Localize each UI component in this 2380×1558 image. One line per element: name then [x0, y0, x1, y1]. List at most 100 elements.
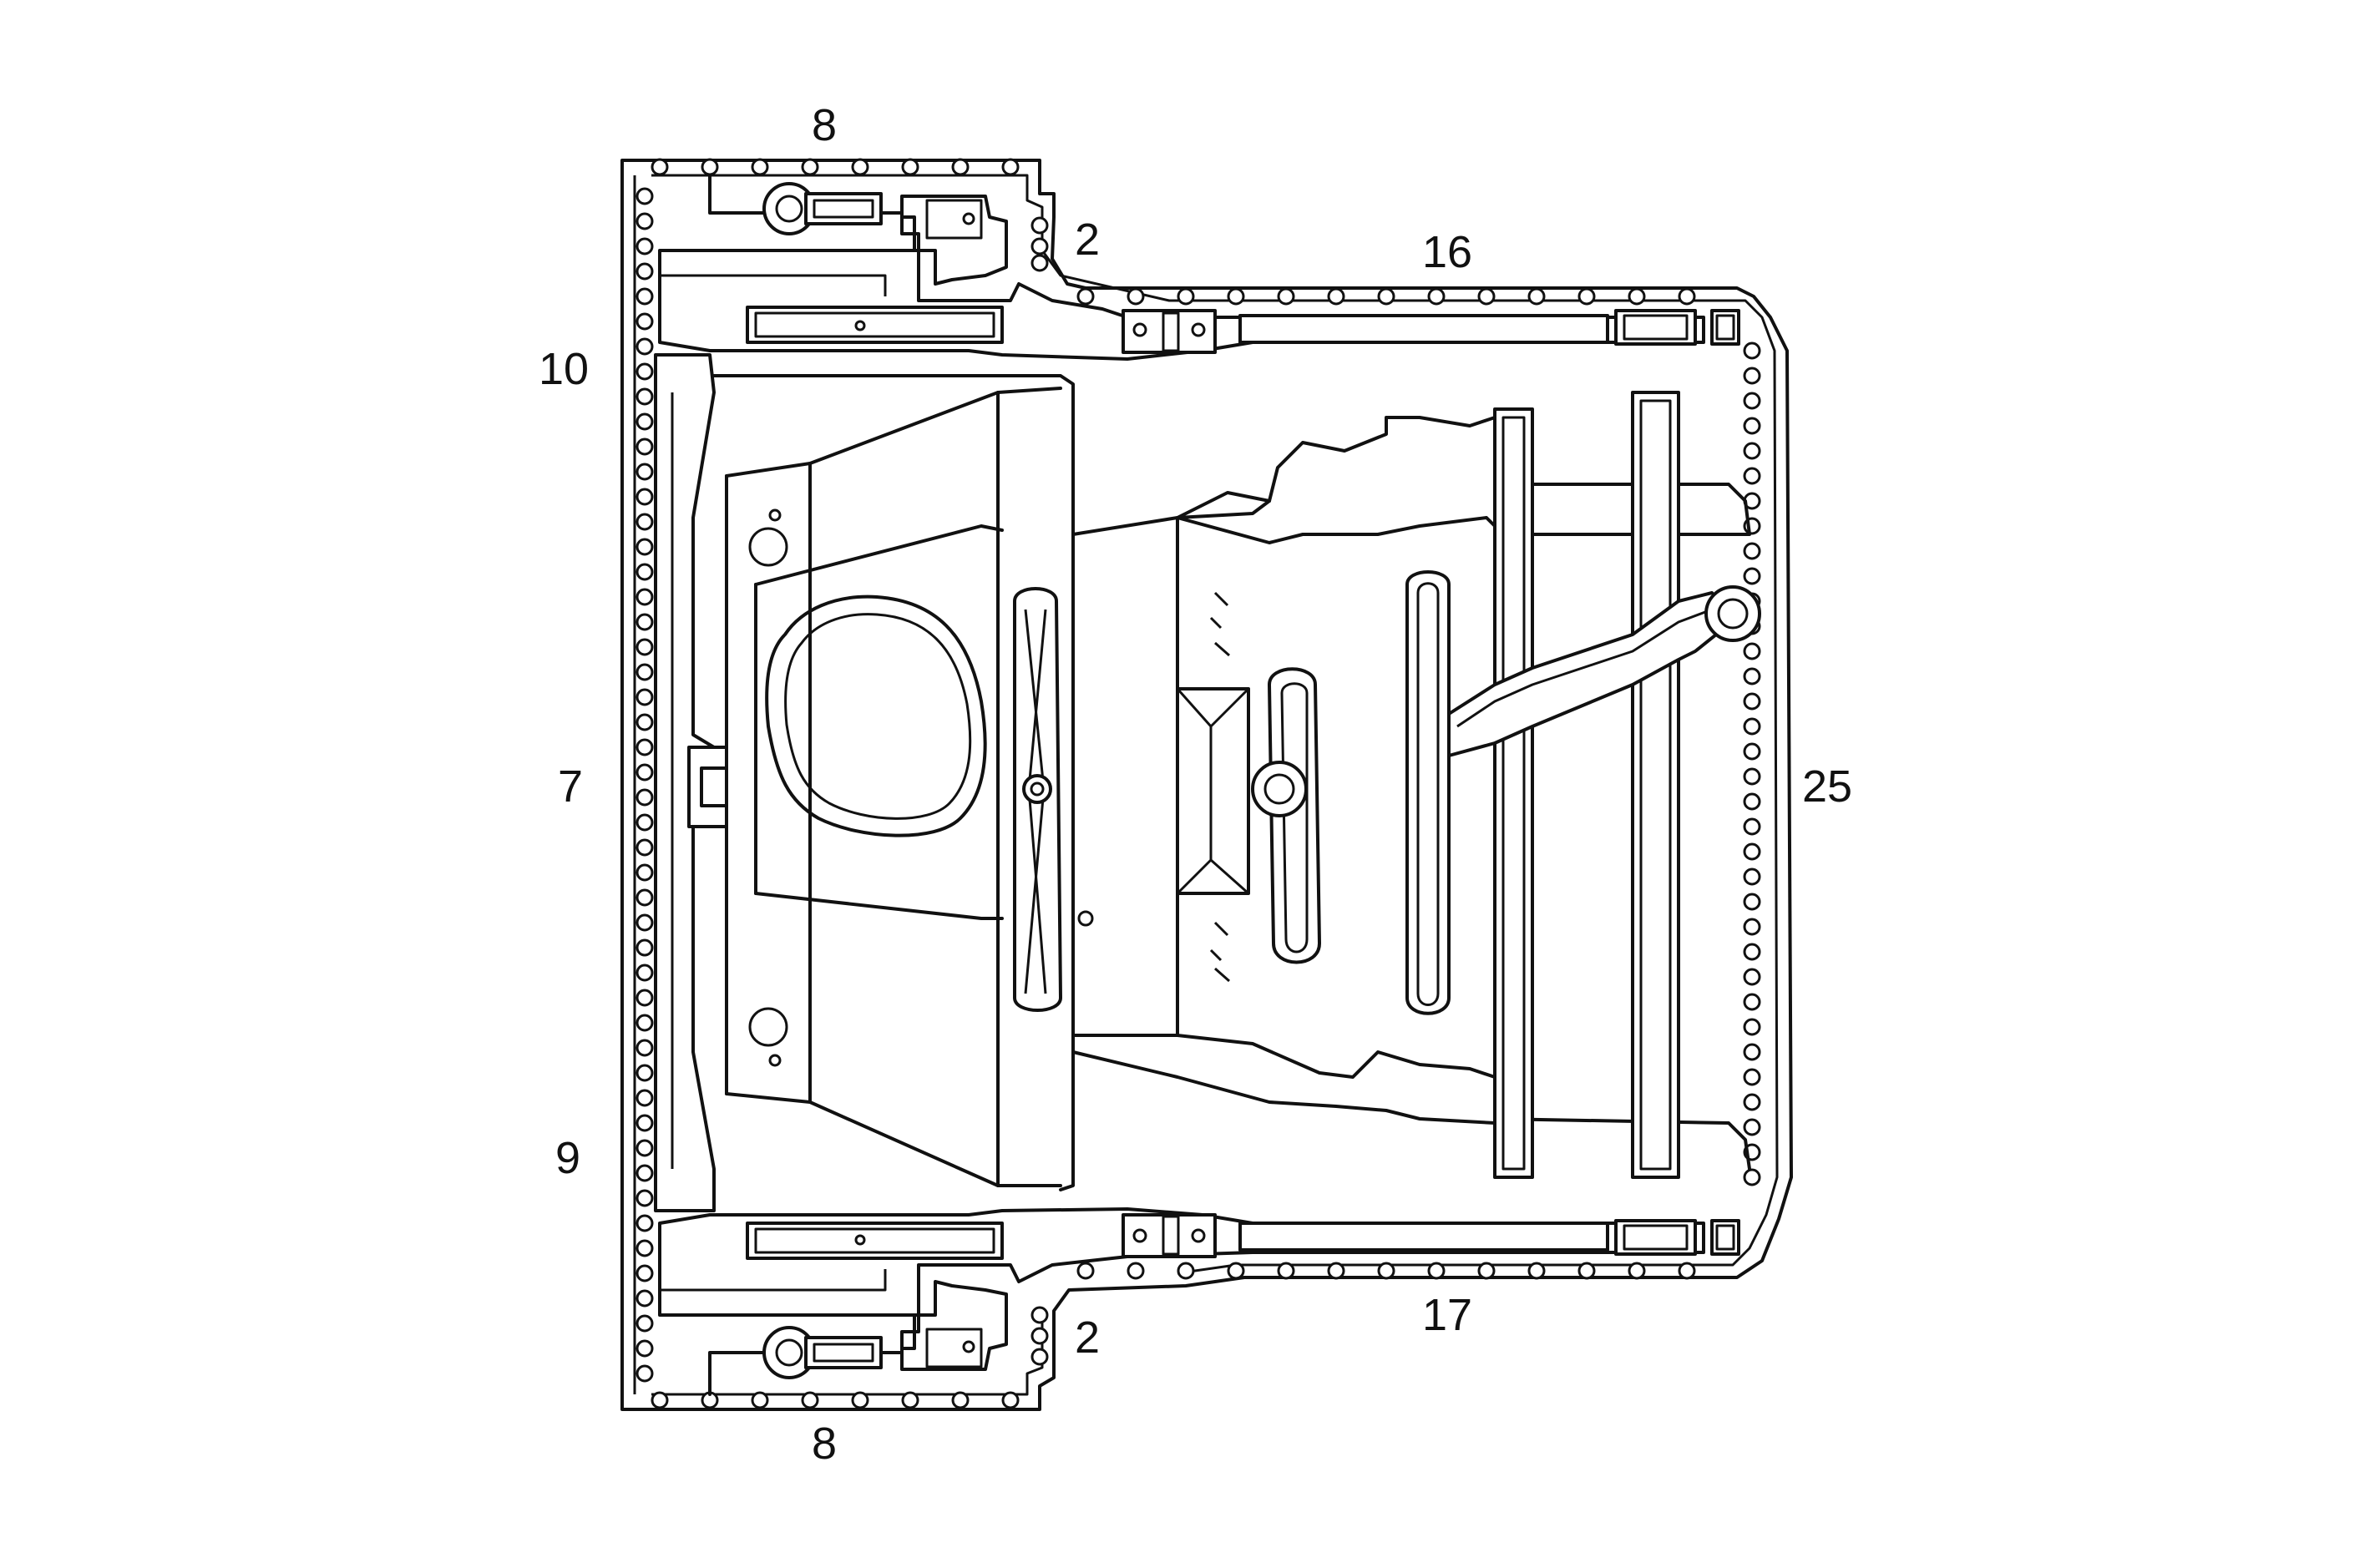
rivet-hole [1743, 642, 1761, 660]
rivet-hole [1743, 817, 1761, 836]
rivet-hole [1743, 918, 1761, 936]
left-upper-rail [658, 249, 1740, 361]
rivet-hole [1743, 742, 1761, 761]
rivet-hole [1030, 254, 1049, 272]
rivet-hole [1477, 287, 1496, 306]
rivet-hole [1743, 542, 1761, 560]
rivet-hole [1743, 442, 1761, 460]
rivet-hole [951, 1391, 970, 1409]
rivet-hole [1076, 1262, 1095, 1280]
rivet-hole [1743, 868, 1761, 886]
rivet-hole [636, 863, 654, 882]
rivet-hole [1427, 1262, 1446, 1280]
rivet-hole [636, 463, 654, 481]
bottom-left-bracket [708, 1280, 1008, 1396]
rivet-hole [636, 613, 654, 631]
rivet-hole [636, 1239, 654, 1257]
rivet-hole [1277, 287, 1295, 306]
rivet-hole [1628, 287, 1646, 306]
rivet-hole [1477, 1262, 1496, 1280]
rivet-hole [1743, 792, 1761, 811]
rivet-hole [1743, 667, 1761, 685]
rivet-hole [1743, 1118, 1761, 1136]
rivet-hole [1327, 1262, 1345, 1280]
rivet-hole [636, 538, 654, 556]
rivet-hole [636, 813, 654, 832]
rivet-hole [1030, 1348, 1049, 1366]
rivet-hole [1743, 367, 1761, 385]
rivet-hole [636, 913, 654, 932]
rivet-hole [636, 688, 654, 706]
rivet-hole [636, 1164, 654, 1182]
rivet-hole [636, 838, 654, 857]
callout-17: 17 [1422, 1290, 1472, 1340]
rivet-hole [636, 788, 654, 807]
rivet-hole [1030, 1306, 1049, 1324]
rivet-hole [651, 1391, 669, 1409]
rivet-hole [636, 1089, 654, 1107]
rivet-hole [1678, 1262, 1696, 1280]
rivet-hole [751, 158, 769, 176]
rivet-hole [636, 938, 654, 957]
rivet-hole [1076, 287, 1095, 306]
rivet-hole [1577, 287, 1596, 306]
rivet-hole [851, 1391, 869, 1409]
rivet-hole [1527, 1262, 1546, 1280]
rivet-hole [636, 638, 654, 656]
callout-25: 25 [1802, 761, 1852, 812]
rivet-hole [636, 237, 654, 255]
rivet-hole [1227, 287, 1245, 306]
rivet-hole [801, 158, 819, 176]
rivet-hole [1030, 216, 1049, 235]
rivet-hole [1678, 287, 1696, 306]
rivet-hole [1743, 341, 1761, 360]
rivet-hole [636, 964, 654, 982]
rivet-hole [1527, 287, 1546, 306]
rivet-hole [1743, 1093, 1761, 1111]
rivet-hole [1743, 1018, 1761, 1036]
callout-7: 7 [558, 761, 583, 812]
rivet-hole [636, 1039, 654, 1057]
callout-10: 10 [539, 344, 589, 394]
rivet-hole [636, 1139, 654, 1157]
rivet-hole [636, 1339, 654, 1358]
rivet-hole [636, 989, 654, 1007]
rivet-hole [636, 513, 654, 531]
rivet-hole [851, 158, 869, 176]
rivet-hole [636, 1264, 654, 1282]
rivet-hole [1743, 943, 1761, 961]
rivet-hole [1030, 237, 1049, 255]
callout-8-top: 8 [812, 100, 837, 150]
rivet-hole [636, 1189, 654, 1207]
rivet-hole [1001, 158, 1020, 176]
rivet-hole [636, 1289, 654, 1308]
rivet-hole [636, 888, 654, 907]
rivet-hole [1177, 1262, 1195, 1280]
rivet-hole [1743, 1168, 1761, 1186]
rivet-hole [1227, 1262, 1245, 1280]
left-lower-rail [658, 1207, 1740, 1317]
callout-8-bottom: 8 [812, 1419, 837, 1469]
rivet-hole [751, 1391, 769, 1409]
rivet-hole [901, 1391, 919, 1409]
rivet-hole [901, 158, 919, 176]
rivet-hole [636, 1364, 654, 1383]
perimeter-holes [636, 158, 1761, 1409]
rivet-hole [701, 158, 719, 176]
rivet-hole [1743, 1068, 1761, 1086]
rivet-hole [1127, 1262, 1145, 1280]
rivet-hole [1743, 893, 1761, 911]
callout-16: 16 [1422, 227, 1472, 277]
rivet-hole [636, 387, 654, 406]
rivet-hole [1427, 287, 1446, 306]
rivet-hole [636, 488, 654, 506]
center-rib [1013, 587, 1062, 1012]
rivet-hole [636, 663, 654, 681]
rivet-hole [1577, 1262, 1596, 1280]
rivet-hole [1743, 467, 1761, 485]
rivet-hole [636, 1114, 654, 1132]
rivet-hole [636, 1314, 654, 1333]
rivet-hole [636, 738, 654, 756]
rivet-hole [951, 158, 970, 176]
rivet-hole [1628, 1262, 1646, 1280]
